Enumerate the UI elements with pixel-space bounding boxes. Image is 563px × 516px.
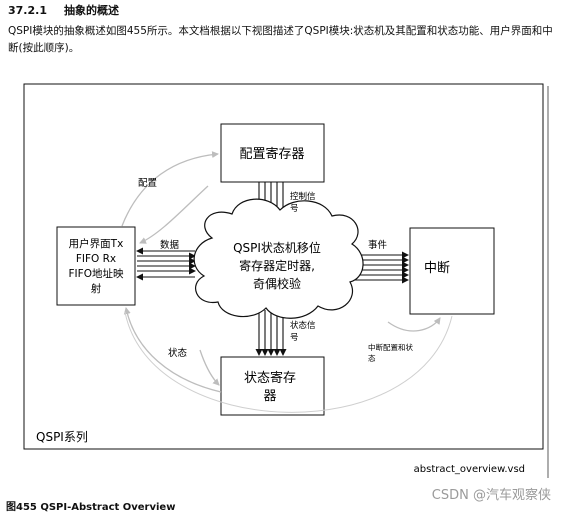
section-title: 抽象的概述 [64,4,119,17]
interrupt-config-label-1: 中断配置和状 [368,342,413,352]
status-register-line-1: 状态寄存 [244,370,296,386]
user-interface-line-3: FIFO地址映 [69,267,124,280]
diagram-file-name: abstract_overview.vsd [414,464,525,475]
user-interface-label: 用户界面Tx FIFO Rx FIFO地址映 射 [69,237,124,295]
qspi-system-frame [23,83,544,450]
config-curve-arrow [121,151,219,227]
user-interface-line-1: 用户界面Tx [69,237,124,250]
event-connector-label: 事件 [368,239,388,251]
interrupt-config-label-2: 态 [368,353,376,363]
interrupt-box [409,227,495,315]
state-machine-line-1: QSPI状态机移位 [233,240,321,255]
user-interface-line-4: 射 [91,282,102,295]
config-connector-label: 配置 [138,178,157,189]
interrupt-config-curve [124,311,453,413]
status-register-line-2: 器 [263,389,276,404]
control-signal-label-1: 控制信 [290,191,316,202]
status-signal-label-1: 状态信 [290,320,316,331]
user-interface-box [56,226,136,306]
status-signal-arrows [255,310,287,356]
config-register-label: 配置寄存器 [239,146,304,162]
status-register-label: 状态寄存 器 [244,370,296,404]
watermark: CSDN @汽车观察侠 [431,488,551,503]
control-signal-label-2: 号 [290,204,299,214]
intro-paragraph: QSPI模块的抽象概述如图455所示。本文档根据以下视图描述了QSPI模块:状态… [8,25,553,54]
state-machine-line-3: 奇偶校验 [253,276,301,291]
config-register-box [220,123,325,183]
interrupt-label: 中断 [424,261,450,276]
state-machine-label: QSPI状态机移位 寄存器定时器, 奇偶校验 [233,240,321,291]
status-return-arrow [199,349,220,386]
status-register-box [220,356,325,416]
section-heading: 37.2.1 抽象的概述 [8,2,119,18]
status-signal-label-2: 号 [290,333,299,343]
interrupt-config-arrow [387,317,441,332]
data-connector-label: 数据 [160,239,180,251]
qspi-system-label: QSPI系列 [36,430,88,444]
status-connector-label: 状态 [168,347,188,359]
config-return-arrow [139,185,209,244]
user-interface-line-2: FIFO Rx [76,253,116,265]
data-arrows [136,247,196,281]
figure-caption: 图455 QSPI-Abstract Overview [6,502,176,513]
state-machine-cloud [193,198,364,319]
status-curve-arrow [123,307,222,393]
state-machine-line-2: 寄存器定时器, [239,258,315,273]
section-number: 37.2.1 [8,4,47,17]
